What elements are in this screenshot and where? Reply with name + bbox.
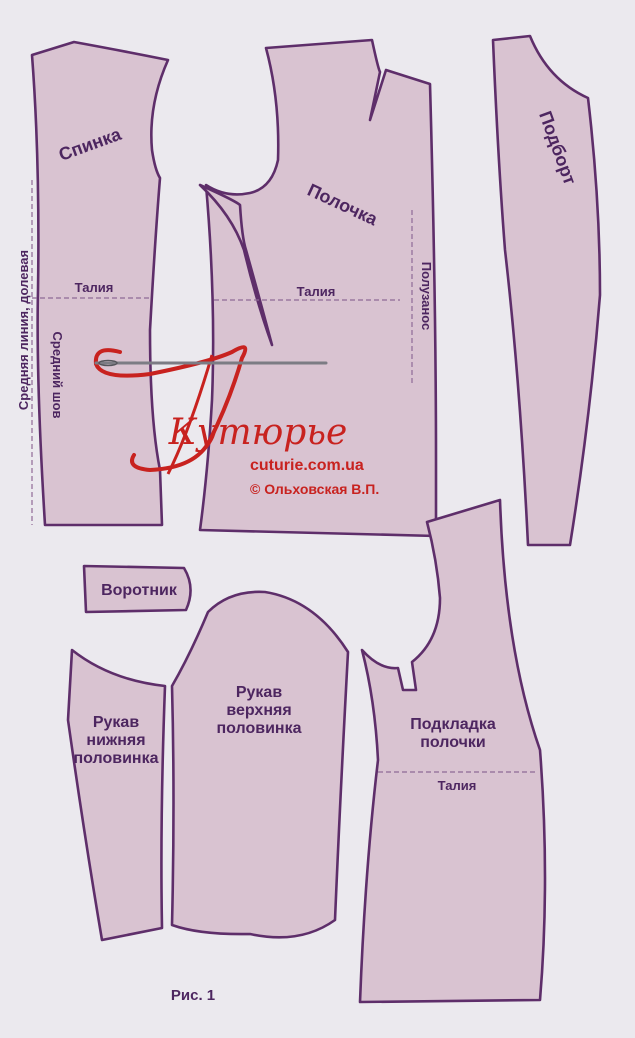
sleeve-under-line2: нижняя bbox=[86, 732, 145, 749]
center-seam-label: Средний шов bbox=[50, 331, 65, 418]
sleeve-under-line3: половинка bbox=[73, 750, 158, 767]
sleeve-upper-line2: верхняя bbox=[226, 702, 291, 719]
collar-label: Воротник bbox=[101, 582, 178, 599]
overlap-label: Полузанос bbox=[419, 262, 434, 330]
center-line-label: Средняя линия, долевая bbox=[16, 250, 31, 410]
figure-caption: Рис. 1 bbox=[171, 987, 215, 1004]
back-piece: Спинка Талия Средняя линия, долевая Сред… bbox=[16, 40, 170, 527]
lining-waist-label: Талия bbox=[438, 778, 477, 793]
front-waist-label: Талия bbox=[297, 284, 336, 299]
logo-watermark: Кутюрье cuturie.com.ua © Ольховская В.П. bbox=[93, 345, 379, 497]
sleeve-upper-line3: половинка bbox=[216, 720, 301, 737]
collar-piece: Воротник bbox=[82, 564, 192, 614]
sleeve-upper-piece: Рукав верхняя половинка bbox=[170, 590, 350, 939]
logo-copyright: © Ольховская В.П. bbox=[250, 481, 379, 497]
front-piece: Полочка Талия Полузанос bbox=[198, 38, 438, 538]
lining-line2: полочки bbox=[420, 734, 486, 751]
lining-piece: Подкладка полочки Талия bbox=[358, 498, 547, 1004]
lining-line1: Подкладка bbox=[410, 716, 496, 733]
facing-piece: Подборт bbox=[491, 34, 602, 547]
back-waist-label: Талия bbox=[75, 280, 114, 295]
logo-name: Кутюрье bbox=[168, 412, 348, 453]
logo-site: cuturie.com.ua bbox=[250, 457, 364, 474]
sleeve-upper-line1: Рукав bbox=[236, 684, 282, 701]
sleeve-under-line1: Рукав bbox=[93, 714, 139, 731]
sleeve-under-piece: Рукав нижняя половинка bbox=[66, 648, 167, 942]
